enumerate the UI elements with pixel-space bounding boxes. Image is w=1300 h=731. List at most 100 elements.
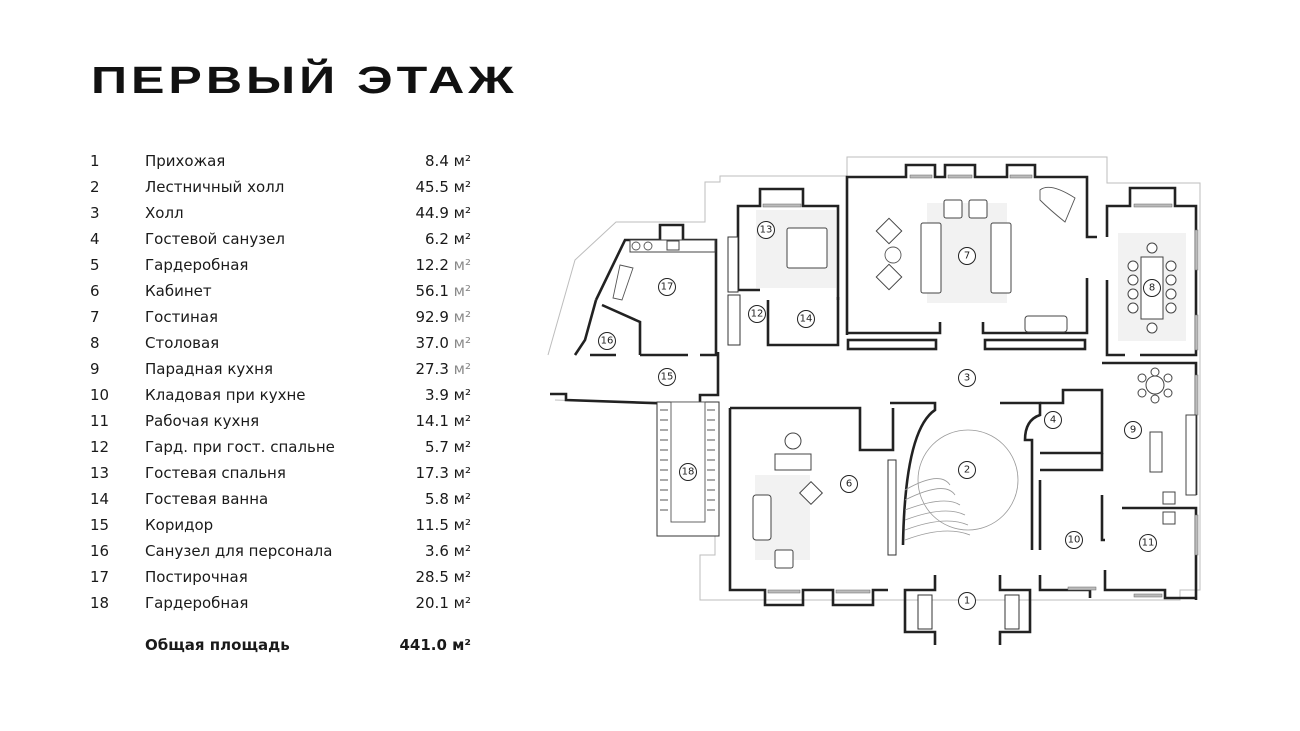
room-area-value: 3.9: [425, 386, 449, 404]
room-area: 3.9 м²: [425, 384, 471, 406]
room-marker-label: 6: [846, 479, 852, 490]
room-marker-circle: [658, 368, 676, 386]
room-area: 20.1 м²: [415, 592, 471, 614]
room-number: 1: [90, 152, 100, 170]
room-area-value: 27.3: [415, 360, 449, 378]
room-name: Рабочая кухня: [145, 412, 260, 430]
room-name: Кладовая при кухне: [145, 386, 306, 404]
room-area: 27.3 м²: [415, 358, 471, 380]
room-marker-circle: [958, 592, 976, 610]
room-marker-label: 12: [751, 309, 764, 320]
room-area: 44.9 м²: [415, 202, 471, 224]
room-marker-circle: [658, 278, 676, 296]
room-marker-label: 4: [1050, 415, 1056, 426]
room-number: 17: [90, 568, 110, 586]
room-number: 11: [90, 412, 110, 430]
room-marker-1: 1: [958, 592, 976, 610]
room-area-unit: м²: [453, 386, 471, 404]
room-number: 4: [90, 230, 100, 248]
room-name: Гард. при гост. спальне: [145, 438, 335, 456]
room-area-unit: м²: [453, 230, 471, 248]
room-marker-label: 10: [1068, 535, 1081, 546]
room-number: 5: [90, 256, 100, 274]
room-marker-18: 18: [679, 463, 697, 481]
office-chair: [784, 432, 802, 450]
room-number: 12: [90, 438, 110, 456]
room-area: 17.3 м²: [415, 462, 471, 484]
room-name: Гардеробная: [145, 594, 249, 612]
room-marker-label: 18: [682, 467, 695, 478]
armchair: [875, 217, 903, 245]
room-row: 4 Гостевой санузел 6.2 м²: [90, 228, 475, 254]
room-row: 11 Рабочая кухня 14.1 м²: [90, 410, 475, 436]
furniture: [612, 186, 1197, 569]
armchair: [798, 480, 824, 506]
room-marker-label: 3: [964, 373, 970, 384]
room-area-value: 11.5: [415, 516, 449, 534]
armchair: [774, 549, 794, 569]
sofa-left: [920, 222, 942, 294]
room-area-value: 92.9: [415, 308, 449, 326]
room-marker-8: 8: [1143, 279, 1161, 297]
room-marker-7: 7: [958, 247, 976, 265]
room-marker-10: 10: [1065, 531, 1083, 549]
desk: [774, 453, 812, 471]
room-number: 14: [90, 490, 110, 508]
room-area-value: 12.2: [415, 256, 449, 274]
room-area-value: 6.2: [425, 230, 449, 248]
room-area: 8.4 м²: [425, 150, 471, 172]
room-area-unit: м²: [453, 256, 471, 274]
room-marker-label: 16: [601, 336, 614, 347]
room-name: Коридор: [145, 516, 214, 534]
total-area-row: Общая площадь 441.0 м²: [90, 634, 475, 660]
walls: [550, 163, 1198, 645]
room-marker-label: 8: [1149, 283, 1155, 294]
room-name: Санузел для персонала: [145, 542, 333, 560]
room-area-unit: м²: [453, 516, 471, 534]
room-area: 5.7 м²: [425, 436, 471, 458]
room-marker-circle: [748, 305, 766, 323]
room-name: Гостевой санузел: [145, 230, 285, 248]
total-area-number: 441.0: [399, 636, 447, 654]
room-marker-label: 11: [1142, 538, 1155, 549]
room-area-unit: м²: [453, 412, 471, 430]
kitchen-island: [1149, 431, 1163, 473]
room-marker-15: 15: [658, 368, 676, 386]
room-row: 14 Гостевая ванна 5.8 м²: [90, 488, 475, 514]
room-name: Парадная кухня: [145, 360, 273, 378]
room-name: Гостевая ванна: [145, 490, 269, 508]
room-number: 2: [90, 178, 100, 196]
sofa-right: [990, 222, 1012, 294]
page-title: ПЕРВЫЙ ЭТАЖ: [91, 60, 518, 102]
facade-outline: [547, 156, 1201, 601]
room-marker-label: 17: [661, 282, 674, 293]
room-area: 14.1 м²: [415, 410, 471, 432]
room-marker-label: 14: [800, 314, 813, 325]
room-number: 13: [90, 464, 110, 482]
grand-piano: [1039, 186, 1076, 223]
room-number: 15: [90, 516, 110, 534]
room-name: Гостиная: [145, 308, 219, 326]
room-area: 6.2 м²: [425, 228, 471, 250]
room-number: 3: [90, 204, 100, 222]
room-number: 16: [90, 542, 110, 560]
room-marker-circle: [1065, 531, 1083, 549]
room-area-unit: м²: [453, 490, 471, 508]
room-area-value: 56.1: [415, 282, 449, 300]
room-area-value: 5.8: [425, 490, 449, 508]
room-marker-label: 2: [964, 465, 970, 476]
sofa: [1024, 315, 1068, 333]
total-area-value: 441.0 м²: [399, 634, 471, 656]
room-marker-circle: [679, 463, 697, 481]
